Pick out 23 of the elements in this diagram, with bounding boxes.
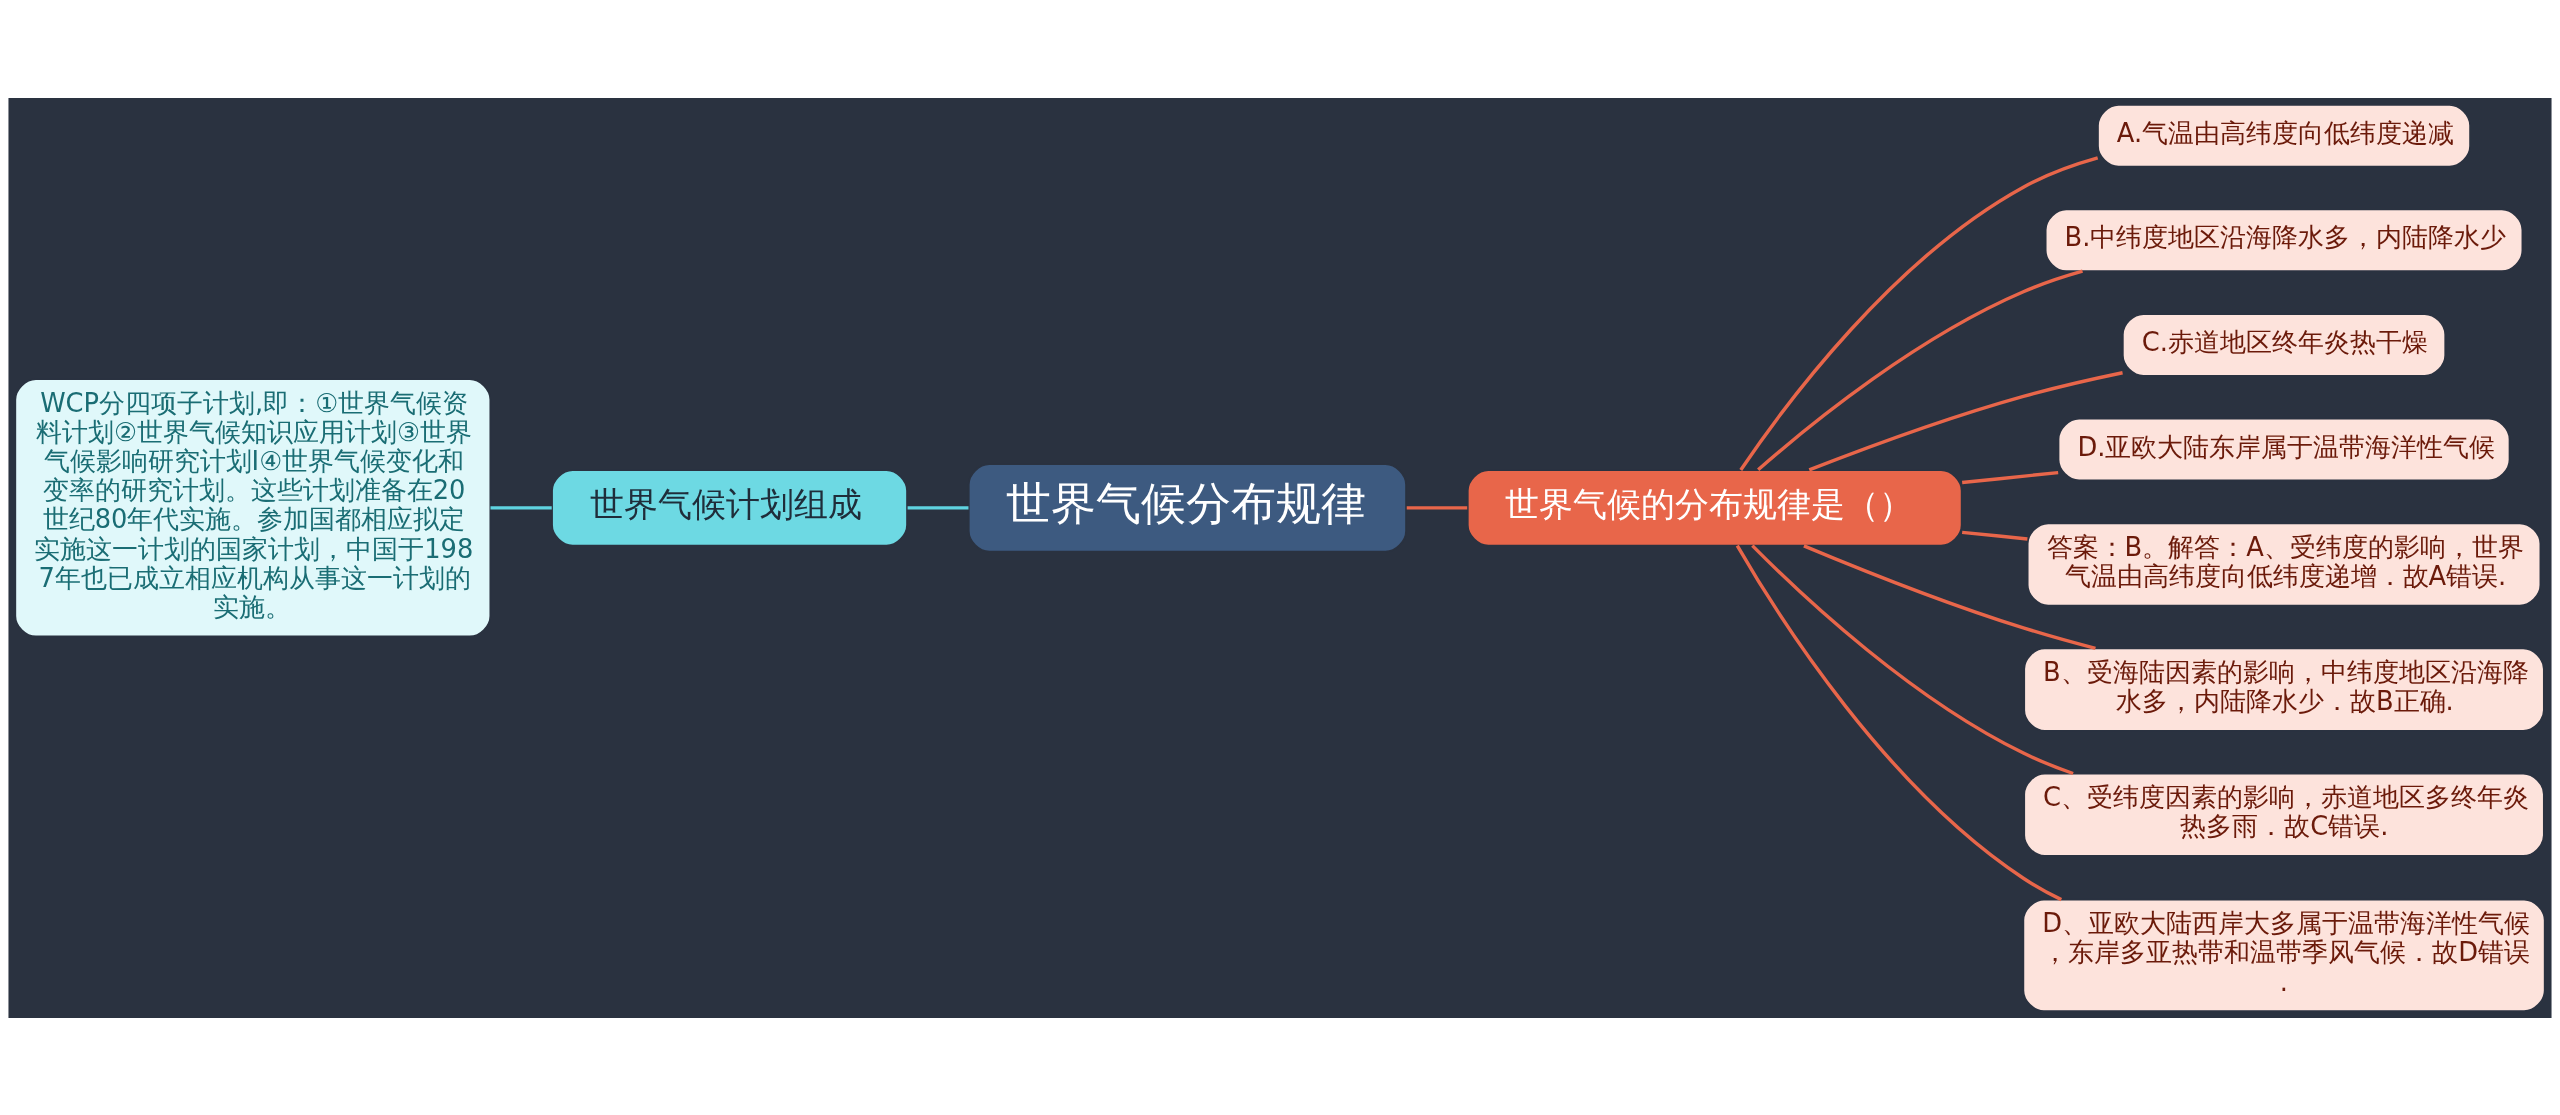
connector [1961, 530, 2028, 541]
node-box: D、亚欧大陆西岸大多属于温带海洋性气候，东岸多亚热带和温带季风气候．故D错误. [2022, 898, 2546, 1012]
node-box: D.亚欧大陆东岸属于温带海洋性气候 [2057, 417, 2511, 481]
connector [1961, 470, 2059, 484]
node-box: 世界气候的分布规律是（） [1466, 468, 1963, 546]
node-box: A.气温由高纬度向低纬度递减 [2097, 103, 2471, 167]
node-box: 世界气候分布规律 [967, 462, 1407, 552]
node-box: C、受纬度因素的影响，赤道地区多终年炎热多雨．故C错误. [2023, 772, 2545, 857]
connector [1751, 543, 2074, 775]
connector [1757, 269, 2083, 471]
connector [1406, 505, 1468, 510]
connector [907, 505, 969, 510]
node-box: WCP分四项子计划,即：①世界气候资料计划②世界气候知识应用计划③世界气候影响研究计划I④世界气候变化和变率的研究计划。这些计划准备在20世纪80年代实施。参加国都相应拟定实施这一计划的国家计划，中国于1987年也已成立相应机构从事这一计划的实施。 [14, 377, 492, 637]
connector [1735, 544, 2063, 901]
connector [490, 505, 552, 510]
node-box: 答案：B。解答：A、受纬度的影响，世界气温由高纬度向低纬度递增．故A错误. [2026, 521, 2542, 606]
node-box: C.赤道地区终年炎热干燥 [2121, 312, 2447, 377]
node-box: 世界气候计划组成 [551, 468, 908, 546]
connector [1803, 543, 2096, 650]
connector [1808, 370, 2123, 472]
node-box: B、受海陆因素的影响，中纬度地区沿海降水多，内陆降水少．故B正确. [2023, 647, 2545, 732]
connector [1739, 155, 2099, 471]
node-box: B.中纬度地区沿海降水多，内陆降水少 [2044, 208, 2524, 272]
